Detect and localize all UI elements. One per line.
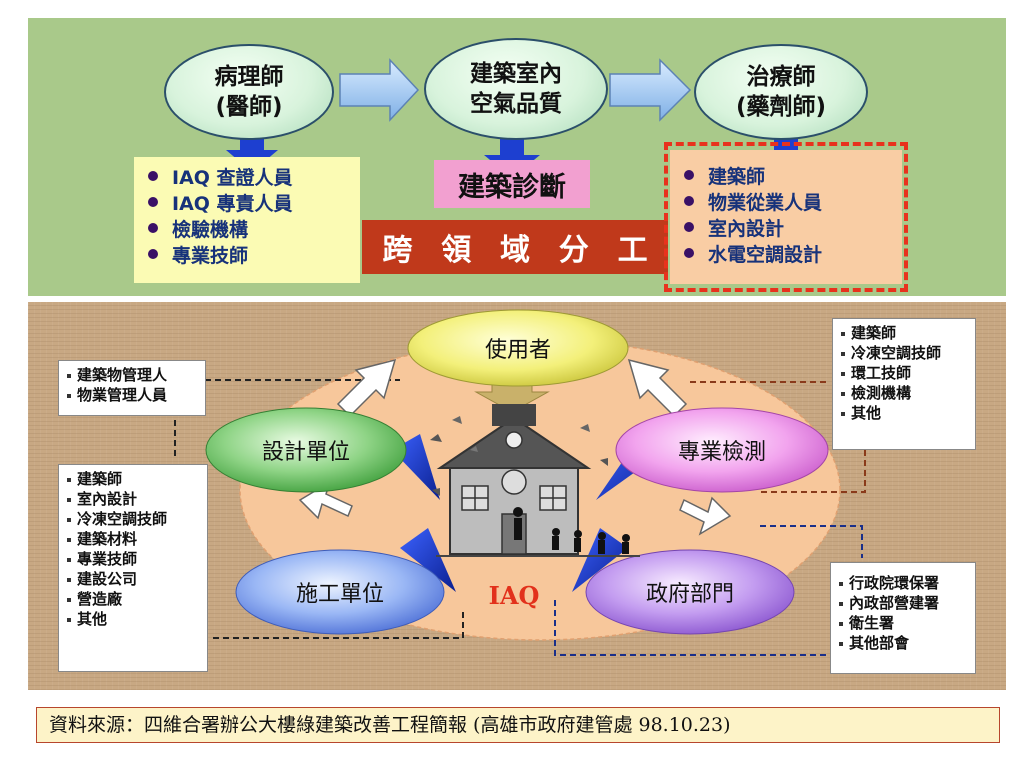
government-box: 行政院環保署 內政部營建署 衛生署 其他部會 xyxy=(830,562,976,674)
connector-design xyxy=(210,612,464,639)
banner-char: 分 xyxy=(558,233,589,268)
list-item: 物業管理人員 xyxy=(67,385,197,405)
list-item: 專業技師 xyxy=(148,241,360,267)
list-item: 營造廠 xyxy=(67,589,199,609)
list-item: 檢測機構 xyxy=(841,383,967,403)
connector-government xyxy=(554,525,863,656)
source-caption: 資料來源：四維合署辦公大樓綠建築改善工程簡報 (高雄市政府建管處 98.10.2… xyxy=(36,707,1000,743)
list-item: IAQ 查證人員 xyxy=(148,163,360,189)
list-item: 物業從業人員 xyxy=(684,188,902,214)
list-item: 其他 xyxy=(67,609,199,629)
construction-label: 施工單位 xyxy=(295,582,384,607)
list-item: 衛生署 xyxy=(839,613,967,633)
list-item: 行政院環保署 xyxy=(839,573,967,593)
user-label: 使用者 xyxy=(484,338,551,363)
therapist-title: 治療師 xyxy=(746,64,816,90)
connector-inspection xyxy=(690,381,866,493)
white-arrow-upper-right xyxy=(627,358,688,418)
bottom-diagram xyxy=(174,309,866,656)
list-item: 室內設計 xyxy=(684,214,902,240)
list-item: 建築材料 xyxy=(67,529,199,549)
pathologist-subtitle: (醫師) xyxy=(215,94,283,120)
diagnosis-label: 建築診斷 xyxy=(434,160,590,208)
banner-char: 域 xyxy=(499,233,530,268)
banner-char: 工 xyxy=(617,233,648,268)
inspection-label: 專業檢測 xyxy=(677,440,766,465)
cross-domain-banner: 跨 領 域 分 工 xyxy=(362,220,668,274)
therapist-oval: 治療師 (藥劑師) xyxy=(694,44,868,140)
inspection-oval xyxy=(615,407,829,493)
list-item: 建築物管理人 xyxy=(67,365,197,385)
list-item: 建築師 xyxy=(684,162,902,188)
right-arrow-2 xyxy=(609,58,692,122)
pathologist-title: 病理師 xyxy=(214,64,284,90)
list-item: 環工技師 xyxy=(841,363,967,383)
list-item: 內政部營建署 xyxy=(839,593,967,613)
list-item: 冷凍空調技師 xyxy=(67,509,199,529)
government-label: 政府部門 xyxy=(645,582,734,607)
indoor-air-line1: 建築室內 xyxy=(470,61,562,87)
indoor-air-line2: 空氣品質 xyxy=(470,91,562,117)
design-box: 建築師 室內設計 冷凍空調技師 建築材料 專業技師 建設公司 營造廠 其他 xyxy=(58,464,208,672)
list-item: IAQ 專責人員 xyxy=(148,189,360,215)
list-item: 水電空調設計 xyxy=(684,240,902,266)
banner-char: 跨 xyxy=(382,233,413,268)
list-item: 建築師 xyxy=(67,469,199,489)
list-item: 室內設計 xyxy=(67,489,199,509)
right-arrow-1 xyxy=(339,58,420,122)
right-role-list-frame xyxy=(664,142,908,292)
banner-char: 領 xyxy=(441,233,472,268)
list-item: 檢驗機構 xyxy=(148,215,360,241)
indoor-air-oval: 建築室內 空氣品質 xyxy=(424,38,608,140)
white-arrow-upper-left xyxy=(336,358,397,418)
sick-building-illustration xyxy=(430,404,640,557)
government-oval xyxy=(585,549,795,635)
construction-oval xyxy=(235,549,445,635)
right-role-list: 建築師 物業從業人員 室內設計 水電空調設計 xyxy=(670,150,902,284)
white-arrow-middle-right xyxy=(679,496,732,536)
list-item: 建築師 xyxy=(841,323,967,343)
list-item: 建設公司 xyxy=(67,569,199,589)
user-oval xyxy=(407,309,629,387)
therapist-subtitle: (藥劑師) xyxy=(735,94,827,120)
list-item: 冷凍空調技師 xyxy=(841,343,967,363)
manager-box: 建築物管理人 物業管理人員 xyxy=(58,360,206,416)
list-item: 其他 xyxy=(841,403,967,423)
inspection-box: 建築師 冷凍空調技師 環工技師 檢測機構 其他 xyxy=(832,318,976,450)
iaq-label: IAQ xyxy=(488,580,540,610)
design-label: 設計單位 xyxy=(261,440,350,465)
list-item: 專業技師 xyxy=(67,549,199,569)
design-oval xyxy=(205,407,407,493)
left-role-list: IAQ 查證人員 IAQ 專責人員 檢驗機構 專業技師 xyxy=(134,157,360,283)
list-item: 其他部會 xyxy=(839,633,967,653)
pathologist-oval: 病理師 (醫師) xyxy=(164,44,334,140)
blue-arrow-construction xyxy=(400,528,456,592)
blue-arrow-government xyxy=(572,528,628,592)
